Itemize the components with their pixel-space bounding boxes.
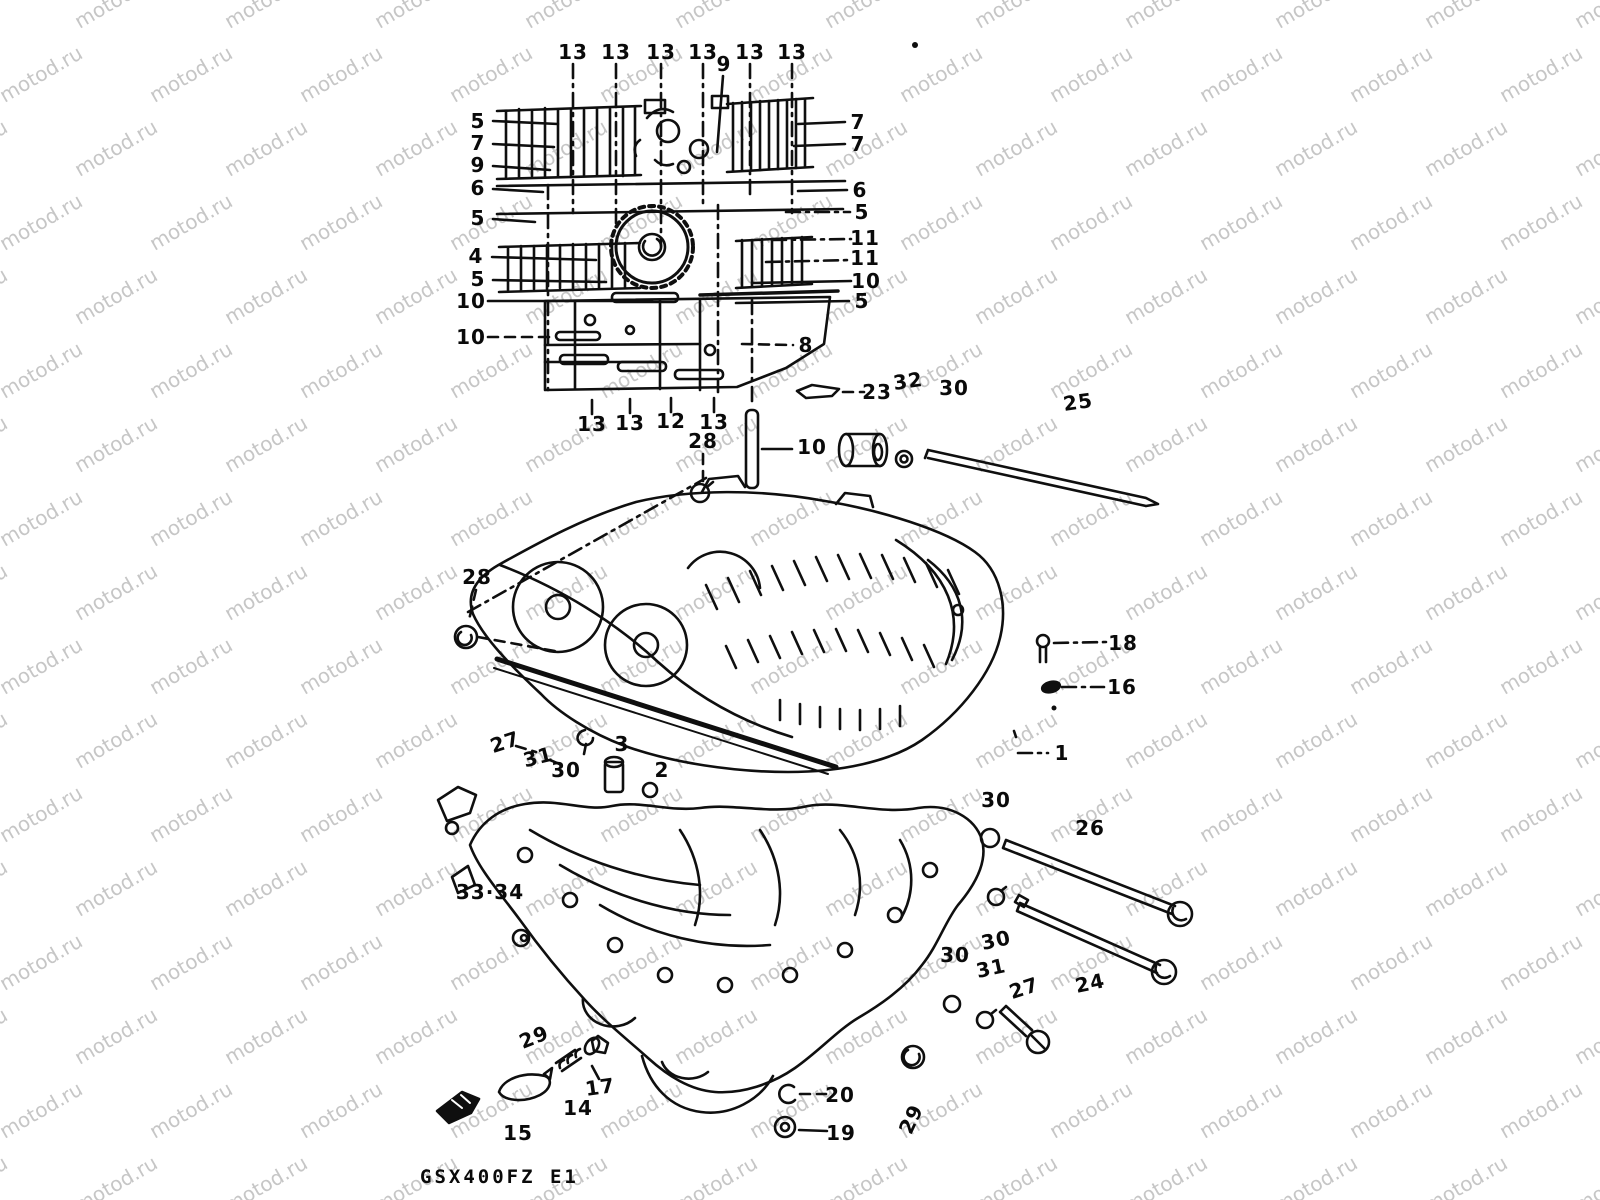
upper-case-assembly — [495, 42, 918, 408]
part-callout-10: 10 — [851, 269, 881, 293]
long-rod — [923, 448, 1160, 508]
part-callout-14: 14 — [563, 1096, 593, 1120]
part-callout-33·34: 33·34 — [455, 880, 525, 904]
part-callout-30: 30 — [981, 788, 1011, 812]
part-callout-13: 13 — [735, 40, 765, 64]
part-callout-1: 1 — [1054, 741, 1070, 765]
part-callout-5: 5 — [854, 289, 870, 313]
clip-15 — [435, 1090, 481, 1125]
cylinder-stud — [744, 408, 760, 490]
snap-ring-20 — [778, 1083, 797, 1105]
part-callout-13: 13 — [699, 410, 729, 434]
leader-lines — [467, 62, 1108, 1133]
part-callout-7: 7 — [850, 132, 866, 156]
gasket-14 — [497, 1073, 552, 1102]
part-callout-28: 28 — [688, 429, 718, 453]
part-callout-2: 2 — [654, 758, 670, 782]
part-callout-16: 16 — [1107, 675, 1137, 699]
part-callout-15: 15 — [503, 1121, 533, 1145]
part-callout-13: 13 — [688, 40, 718, 64]
part-callout-6: 6 — [470, 176, 486, 200]
part-callout-23: 23 — [862, 380, 892, 404]
part-callout-10: 10 — [797, 435, 827, 459]
part-callout-30: 30 — [939, 376, 969, 400]
part-callout-13: 13 — [558, 40, 588, 64]
part-callout-29: 29 — [515, 1020, 553, 1054]
part-callout-6: 6 — [852, 178, 868, 202]
part-callout-11: 11 — [850, 246, 880, 270]
part-callout-7: 7 — [470, 131, 486, 155]
upper-crankcase-half — [466, 474, 1005, 799]
part-callout-12: 12 — [656, 409, 686, 433]
gasket-strip — [795, 383, 841, 400]
part-callout-27: 27 — [487, 725, 523, 759]
part-callout-28: 28 — [462, 565, 492, 589]
part-callout-13: 13 — [615, 411, 645, 435]
part-callout-24: 24 — [1072, 968, 1108, 998]
part-callout-5: 5 — [470, 267, 486, 291]
part-callout-13: 13 — [601, 40, 631, 64]
part-callout-4: 4 — [468, 244, 484, 268]
part-callout-8: 8 — [798, 333, 814, 357]
case-bolt-26 — [1001, 838, 1177, 916]
part-callout-27: 27 — [1006, 971, 1042, 1005]
part-callout-13: 13 — [777, 40, 807, 64]
part-callout-5: 5 — [470, 206, 486, 230]
part-callout-31: 31 — [973, 953, 1009, 983]
part-callout-19: 19 — [826, 1121, 856, 1145]
part-callout-20: 20 — [825, 1083, 855, 1107]
model-code-label: GSX400FZ E1 — [420, 1166, 579, 1188]
part-callout-13: 13 — [577, 412, 607, 436]
part-callout-9: 9 — [716, 52, 732, 76]
part-callout-5: 5 — [854, 200, 870, 224]
part-callout-26: 26 — [1075, 816, 1105, 840]
part-callout-18: 18 — [1108, 631, 1138, 655]
part-callout-25: 25 — [1061, 388, 1095, 416]
part-callout-32: 32 — [891, 367, 925, 395]
part-callout-11: 11 — [850, 226, 880, 250]
lower-crankcase-half — [436, 785, 985, 1114]
part-callout-13: 13 — [646, 40, 676, 64]
part-callout-9: 9 — [470, 153, 486, 177]
part-callout-5: 5 — [470, 109, 486, 133]
part-callout-29: 29 — [893, 1100, 929, 1138]
part-callout-30: 30 — [978, 925, 1014, 955]
fasteners-and-small-parts — [435, 383, 1194, 1139]
case-bolt-27 — [998, 1004, 1034, 1038]
part-callout-30: 30 — [940, 943, 970, 967]
part-callout-7: 7 — [850, 110, 866, 134]
part-callout-3: 3 — [614, 732, 630, 756]
part-callout-10: 10 — [456, 289, 486, 313]
part-callout-30: 30 — [551, 758, 581, 782]
part-callout-10: 10 — [456, 325, 486, 349]
